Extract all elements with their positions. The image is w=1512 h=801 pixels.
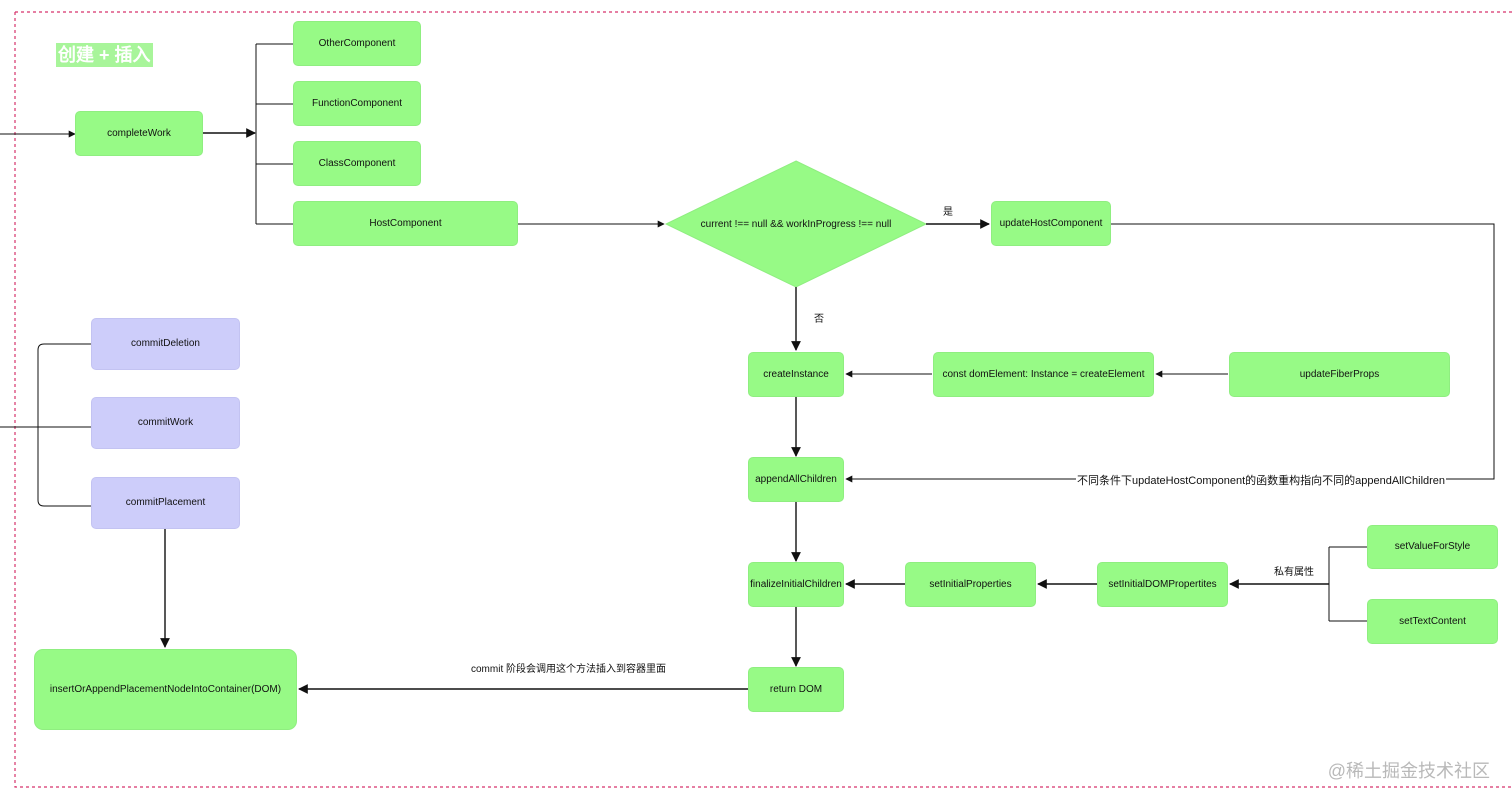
node-insert-or-append[interactable]: insertOrAppendPlacementNodeIntoContainer… (34, 649, 297, 730)
node-set-text-content[interactable]: setTextContent (1367, 599, 1498, 644)
edge-label-refactor-note: 不同条件下updateHostComponent的函数重构指向不同的append… (1076, 472, 1447, 488)
diagram-title: 创建 + 插入 (56, 43, 153, 67)
node-commit-placement[interactable]: commitPlacement (91, 477, 240, 529)
node-set-value-for-style[interactable]: setValueForStyle (1367, 525, 1498, 569)
node-function-component[interactable]: FunctionComponent (293, 81, 421, 126)
node-complete-work[interactable]: completeWork (75, 111, 203, 156)
node-finalize-initial-children[interactable]: finalizeInitialChildren (748, 562, 844, 607)
edge-label-no: 否 (814, 314, 824, 325)
watermark: @稀土掘金技术社区 (1327, 761, 1490, 781)
node-create-element[interactable]: const domElement: Instance = createEleme… (933, 352, 1154, 397)
edge-label-private-props: 私有属性 (1274, 567, 1314, 578)
edge-commit-bracket (37, 343, 91, 507)
edge-label-yes: 是 (943, 207, 953, 218)
node-other-component[interactable]: OtherComponent (293, 21, 421, 66)
node-host-component[interactable]: HostComponent (293, 201, 518, 246)
edge-label-commit-note: commit 阶段会调用这个方法插入到容器里面 (471, 664, 666, 675)
node-append-all-children[interactable]: appendAllChildren (748, 457, 844, 502)
decision-label: current !== null && workInProgress !== n… (700, 218, 892, 230)
frame-border (14, 11, 1512, 788)
node-commit-deletion[interactable]: commitDeletion (91, 318, 240, 370)
node-set-initial-properties[interactable]: setInitialProperties (905, 562, 1036, 607)
node-create-instance[interactable]: createInstance (748, 352, 844, 397)
node-update-fiber-props[interactable]: updateFiberProps (1229, 352, 1450, 397)
node-commit-work[interactable]: commitWork (91, 397, 240, 449)
node-class-component[interactable]: ClassComponent (293, 141, 421, 186)
node-return-dom[interactable]: return DOM (748, 667, 844, 712)
node-set-initial-dom-properties[interactable]: setInitialDOMPropertites (1097, 562, 1228, 607)
node-update-host-component[interactable]: updateHostComponent (991, 201, 1111, 246)
